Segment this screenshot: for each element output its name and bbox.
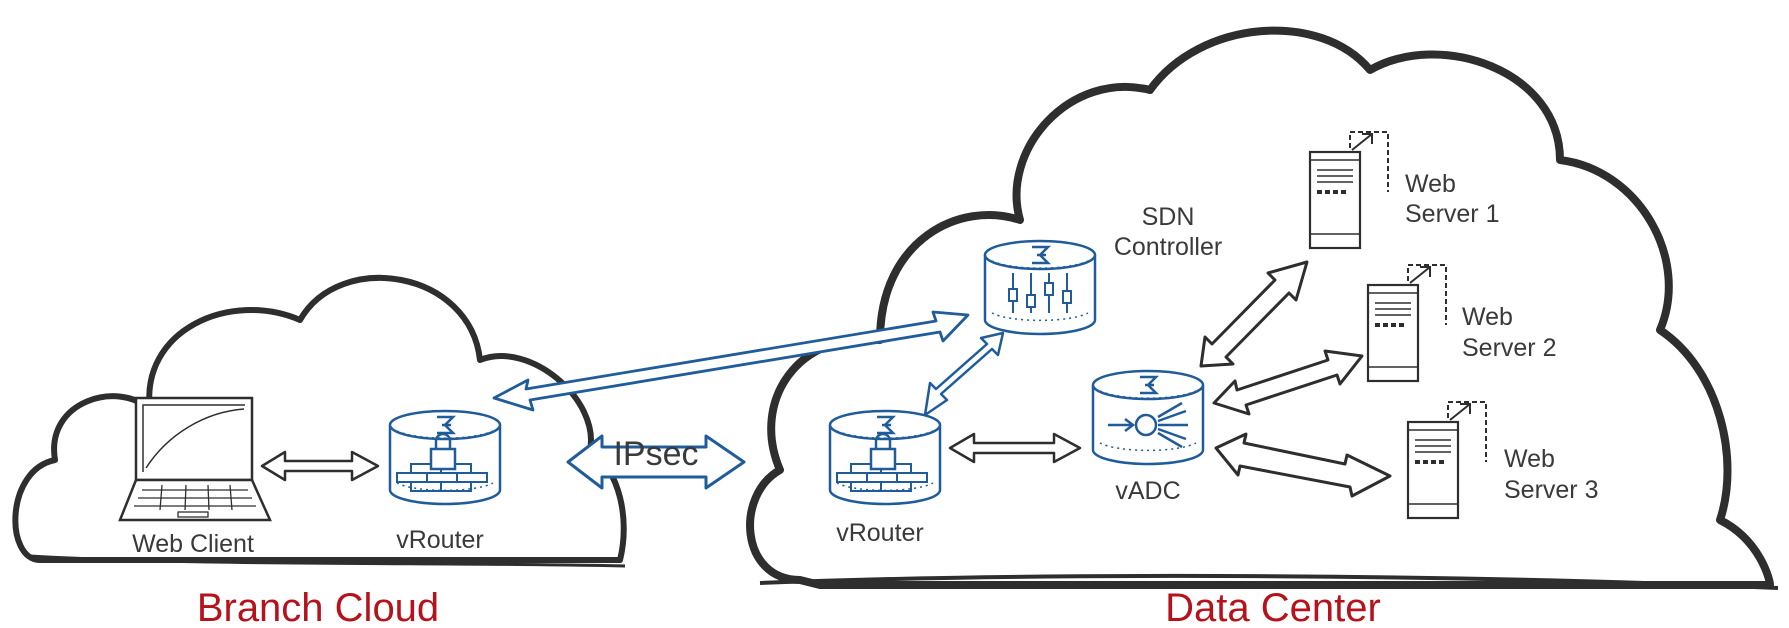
- vadc-server2-arrow: [1212, 349, 1364, 416]
- server-3-label-line1: Web: [1504, 445, 1555, 473]
- server-2-label-line1: Web: [1462, 303, 1513, 331]
- branch-vrouter-icon: [388, 409, 502, 506]
- server-icon: [1366, 263, 1448, 383]
- router-vadc-double-arrow: [948, 432, 1082, 464]
- branch-cloud-title: Branch Cloud: [197, 586, 439, 628]
- sdn-controller-icon: [983, 239, 1097, 336]
- vadc-server3-arrow: [1214, 432, 1392, 498]
- branch-vrouter-label: vRouter: [396, 526, 484, 554]
- server-2-label-line2: Server 2: [1462, 334, 1556, 362]
- branch-to-controller-arrow: [492, 310, 970, 412]
- ipsec-label: IPsec: [613, 435, 698, 473]
- controller-router-arrow: [923, 331, 1005, 417]
- web-client-label: Web Client: [132, 530, 254, 558]
- datacenter-cloud-outline: [746, 26, 1774, 589]
- server-1-label-line2: Server 1: [1405, 200, 1499, 228]
- client-router-double-arrow: [260, 450, 380, 482]
- datacenter-cloud-title: Data Center: [1165, 586, 1381, 628]
- vadc-server1-arrow: [1199, 260, 1309, 368]
- datacenter-cloud-base: [759, 573, 1779, 590]
- vadc-label: vADC: [1115, 477, 1180, 505]
- server-icon: [1406, 400, 1488, 520]
- server-icon: [1308, 130, 1390, 250]
- branch-cloud-base: [29, 554, 626, 568]
- sdn-label-line2: Controller: [1114, 233, 1222, 261]
- branch-cloud-outline: [12, 274, 627, 563]
- laptop-icon: [118, 396, 272, 522]
- datacenter-vrouter-label: vRouter: [836, 519, 924, 547]
- server-3-label-line2: Server 3: [1504, 476, 1598, 504]
- ipsec-tunnel-arrow: [566, 434, 746, 490]
- vadc-icon: [1091, 369, 1205, 466]
- datacenter-vrouter-icon: [828, 409, 942, 506]
- sdn-label-line1: SDN: [1142, 203, 1195, 231]
- server-1-label-line1: Web: [1405, 170, 1456, 198]
